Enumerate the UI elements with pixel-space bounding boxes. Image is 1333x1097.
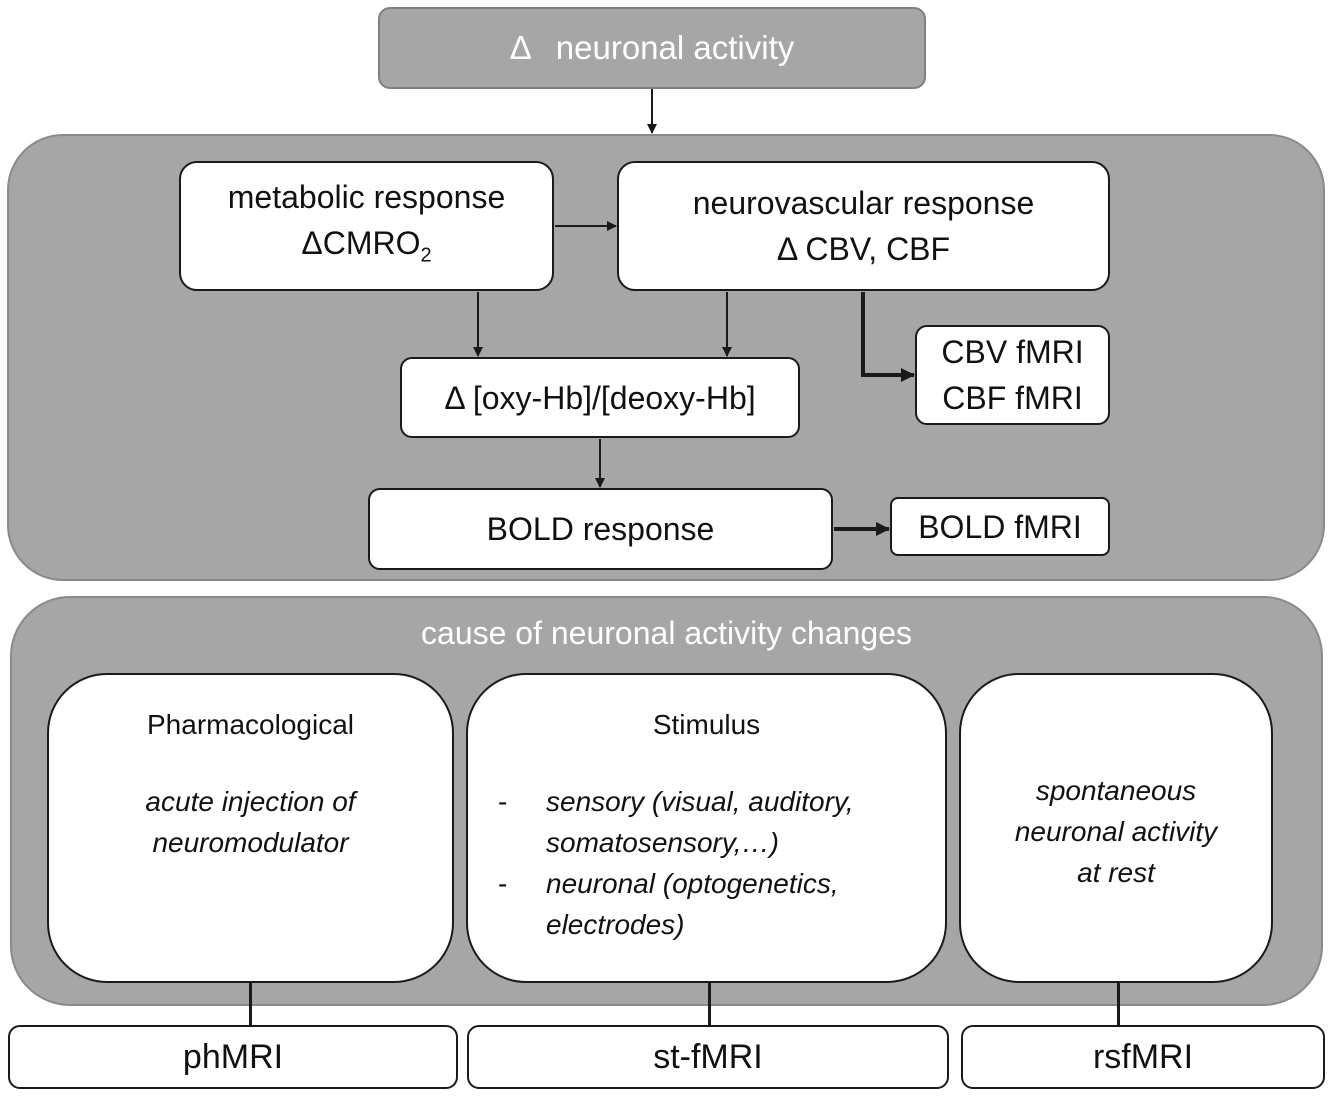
connector-rsfmri <box>1117 983 1120 1025</box>
pharmacological-desc-line1: acute injection of <box>145 786 356 817</box>
stimulus-card: Stimulus sensory (visual, auditory, soma… <box>466 673 947 983</box>
arrow-neurovascular-to-cbv-cbf <box>861 292 915 382</box>
connector-phmri <box>249 983 252 1025</box>
stimulus-sensory-item: sensory (visual, auditory, somatosensory… <box>468 781 945 863</box>
pharmacological-desc-line2: neuromodulator <box>152 827 349 858</box>
metabolic-response-label: metabolic response <box>227 178 506 215</box>
hemoglobin-ratio-box: Δ [oxy-Hb]/[deoxy-Hb] <box>400 357 800 438</box>
spontaneous-card: spontaneous neuronal activity at rest <box>959 673 1273 983</box>
cbv-cbf-fmri-box: CBV fMRI CBF fMRI <box>915 325 1110 425</box>
cmro2-label: ΔCMRO2 <box>301 224 432 267</box>
stimulus-neuronal-item: neuronal (optogenetics, electrodes) <box>468 863 945 945</box>
bold-response-label: BOLD response <box>486 511 715 547</box>
neurovascular-response-label: neurovascular response <box>692 185 1035 221</box>
spontaneous-line2: neuronal activity <box>1014 816 1218 847</box>
neuronal-activity-label: neuronal activity <box>555 29 795 66</box>
stimulus-list: sensory (visual, auditory, somatosensory… <box>468 781 945 945</box>
rsfmri-box: rsfMRI <box>961 1025 1325 1089</box>
hemoglobin-ratio-label: Δ [oxy-Hb]/[deoxy-Hb] <box>444 379 756 416</box>
cbf-fmri-label: CBF fMRI <box>942 380 1083 416</box>
neurovascular-response-box: neurovascular response Δ CBV, CBF <box>617 161 1110 291</box>
cause-panel-title: cause of neuronal activity changes <box>421 615 912 651</box>
neuronal-activity-box: Δ neuronal activity <box>378 7 926 89</box>
cbv-cbf-change-label: Δ CBV, CBF <box>776 231 951 267</box>
pharmacological-title: Pharmacological <box>147 709 354 740</box>
spontaneous-line3: at rest <box>1077 857 1155 888</box>
phmri-label: phMRI <box>182 1037 284 1076</box>
stfmri-label: st-fMRI <box>653 1037 763 1076</box>
rsfmri-label: rsfMRI <box>1092 1037 1194 1076</box>
delta-symbol: Δ <box>509 29 532 66</box>
pharmacological-card: Pharmacological acute injection of neuro… <box>47 673 454 983</box>
phmri-box: phMRI <box>8 1025 458 1089</box>
bold-fmri-box: BOLD fMRI <box>890 497 1110 556</box>
metabolic-response-box: metabolic response ΔCMRO2 <box>179 161 554 291</box>
bold-response-box: BOLD response <box>368 488 833 570</box>
connector-stfmri <box>708 983 711 1025</box>
stfmri-box: st-fMRI <box>467 1025 949 1089</box>
bold-fmri-label: BOLD fMRI <box>918 508 1082 545</box>
spontaneous-line1: spontaneous <box>1035 775 1197 806</box>
stimulus-title: Stimulus <box>652 709 761 740</box>
cbv-fmri-label: CBV fMRI <box>941 334 1084 370</box>
